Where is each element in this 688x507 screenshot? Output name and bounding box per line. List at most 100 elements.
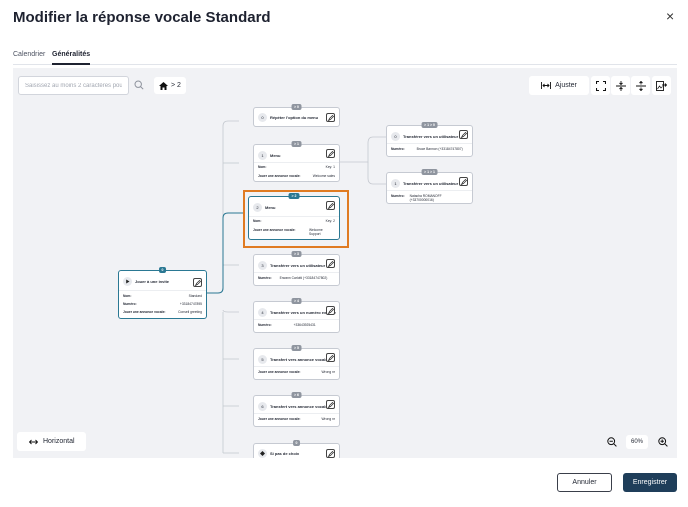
edit-button[interactable] — [326, 449, 335, 458]
edit-button[interactable] — [326, 149, 335, 158]
breadcrumb-level: > 2 — [171, 82, 181, 89]
node-badge: > 1 > 1 — [421, 169, 438, 175]
node-title: Menu — [265, 205, 276, 210]
node-no-choice[interactable]: 0 Si pas de choix — [253, 440, 340, 458]
fit-width-icon — [541, 82, 552, 89]
node-menu-1[interactable]: > 1 1 Menu Nom:Key: 1 Jouer une annonce … — [253, 141, 340, 182]
node-title: Si pas de choix — [270, 451, 300, 456]
node-badge: 0 — [158, 267, 167, 273]
node-row: Numéro:Natacha ROMANOFF (+33700000016) — [391, 194, 442, 202]
node-badge: 0 — [292, 440, 301, 446]
dialog-title: Modifier la réponse vocale Standard — [13, 9, 271, 26]
cancel-button[interactable]: Annuler — [557, 473, 612, 492]
collapse-vertical-icon — [635, 80, 646, 91]
zoom-in-icon — [657, 436, 668, 447]
node-title: Transférer vers un numéro externe — [270, 310, 337, 315]
edit-button[interactable] — [193, 278, 202, 287]
node-title: Répéter l'option du menu — [270, 115, 319, 120]
edit-button[interactable] — [326, 306, 335, 315]
edit-button[interactable] — [459, 177, 468, 186]
selection-highlight — [243, 190, 349, 248]
node-badge: > 3 — [291, 251, 302, 257]
fullscreen-button[interactable] — [591, 76, 610, 95]
zoom-out-icon — [606, 436, 617, 447]
pencil-icon — [327, 401, 334, 408]
connector-lines — [207, 120, 387, 454]
pencil-icon — [194, 279, 201, 286]
node-row: Jouer une annonce vocale:Wrong nr — [258, 370, 335, 374]
node-badge: > 0 — [291, 104, 302, 110]
node-number: 5 — [258, 355, 267, 364]
flow-canvas[interactable]: > 2 Ajuster 0 Jouer à une invite Nom:Sta… — [13, 68, 677, 458]
diamond-icon — [258, 449, 267, 458]
export-button[interactable] — [652, 76, 671, 95]
play-icon — [123, 277, 132, 286]
tab-bar: Calendrier Généralités — [13, 50, 677, 65]
node-row: Nom:Key: 2 — [253, 219, 335, 223]
node-number: 0 — [258, 113, 267, 122]
node-title: Menu — [270, 153, 281, 158]
breadcrumb[interactable]: > 2 — [154, 77, 186, 94]
node-number: 1 — [391, 179, 400, 188]
pencil-icon — [327, 354, 334, 361]
node-title: Jouer à une invite — [135, 279, 170, 284]
pencil-icon — [327, 450, 334, 457]
node-menu-2[interactable]: > 2 2 Menu Nom:Key: 2 Jouer une annonce … — [248, 193, 340, 240]
node-sub-0[interactable]: > 1 > 0 0 Transférer vers un utilisateur… — [386, 122, 473, 157]
node-transfer-user[interactable]: > 3 3 Transférer vers un utilisateur Num… — [253, 251, 340, 286]
node-voicemail-6[interactable]: > 6 6 Transfert vers annonce vocale Joue… — [253, 392, 340, 427]
node-badge: > 1 > 0 — [421, 122, 438, 128]
zoom-out-button[interactable] — [602, 432, 621, 451]
node-number: 0 — [391, 132, 400, 141]
node-row: Jouer une annonce vocale:Welcome sales — [258, 174, 335, 178]
node-number: 3 — [258, 261, 267, 270]
pencil-icon — [327, 202, 334, 209]
tab-generalites[interactable]: Généralités — [52, 51, 91, 65]
node-title: Transférer vers un utilisateur — [403, 181, 459, 186]
edit-button[interactable] — [326, 353, 335, 362]
node-number: 2 — [253, 203, 262, 212]
node-sub-1[interactable]: > 1 > 1 1 Transférer vers un utilisateur… — [386, 169, 473, 204]
node-number: 4 — [258, 308, 267, 317]
save-button[interactable]: Enregistrer — [623, 473, 677, 492]
collapse-all-button[interactable] — [631, 76, 650, 95]
zoom-in-button[interactable] — [653, 432, 672, 451]
node-transfer-external[interactable]: > 4 4 Transférer vers un numéro externe … — [253, 298, 340, 333]
node-row: Numéro:Erwann Carlotti (+33184747802) — [258, 276, 328, 280]
node-root[interactable]: 0 Jouer à une invite Nom:Standard Numéro… — [118, 267, 207, 319]
node-row: Numéro:+33184747895 — [123, 302, 202, 306]
node-row: Nom:Standard — [123, 294, 202, 298]
node-voicemail-5[interactable]: > 5 5 Transfert vers annonce vocale Joue… — [253, 345, 340, 380]
home-icon[interactable] — [159, 81, 168, 90]
close-icon[interactable]: × — [666, 8, 675, 24]
zoom-level: 60% — [626, 435, 648, 449]
horizontal-arrows-icon — [29, 439, 38, 444]
horizontal-layout-button[interactable]: Horizontal — [17, 432, 86, 451]
pencil-icon — [327, 150, 334, 157]
tab-calendrier[interactable]: Calendrier — [13, 51, 46, 58]
node-title: Transfert vers annonce vocale — [270, 357, 328, 362]
search-icon[interactable] — [134, 80, 144, 90]
edit-button[interactable] — [326, 113, 335, 122]
pencil-icon — [327, 114, 334, 121]
node-number: 6 — [258, 402, 267, 411]
edit-button[interactable] — [326, 201, 335, 210]
node-row: Jouer une annonce vocale:Wrong nr — [258, 417, 335, 421]
node-badge: > 4 — [291, 298, 302, 304]
node-repeat[interactable]: > 0 0 Répéter l'option du menu — [253, 104, 340, 127]
pencil-icon — [460, 178, 467, 185]
edit-button[interactable] — [326, 400, 335, 409]
fit-button[interactable]: Ajuster — [529, 76, 589, 95]
expand-vertical-icon — [615, 80, 626, 91]
expand-all-button[interactable] — [611, 76, 630, 95]
node-title: Transférer vers un utilisateur — [270, 263, 326, 268]
node-row: Numéro:Bruce Bannon (+33184747807) — [391, 147, 463, 151]
pencil-icon — [460, 131, 467, 138]
node-badge: > 2 — [288, 193, 300, 199]
edit-button[interactable] — [459, 130, 468, 139]
pencil-icon — [327, 260, 334, 267]
node-row: Numéro:+33643925431 — [258, 323, 316, 327]
search-input[interactable] — [18, 76, 129, 95]
pencil-icon — [327, 307, 334, 314]
edit-button[interactable] — [326, 259, 335, 268]
